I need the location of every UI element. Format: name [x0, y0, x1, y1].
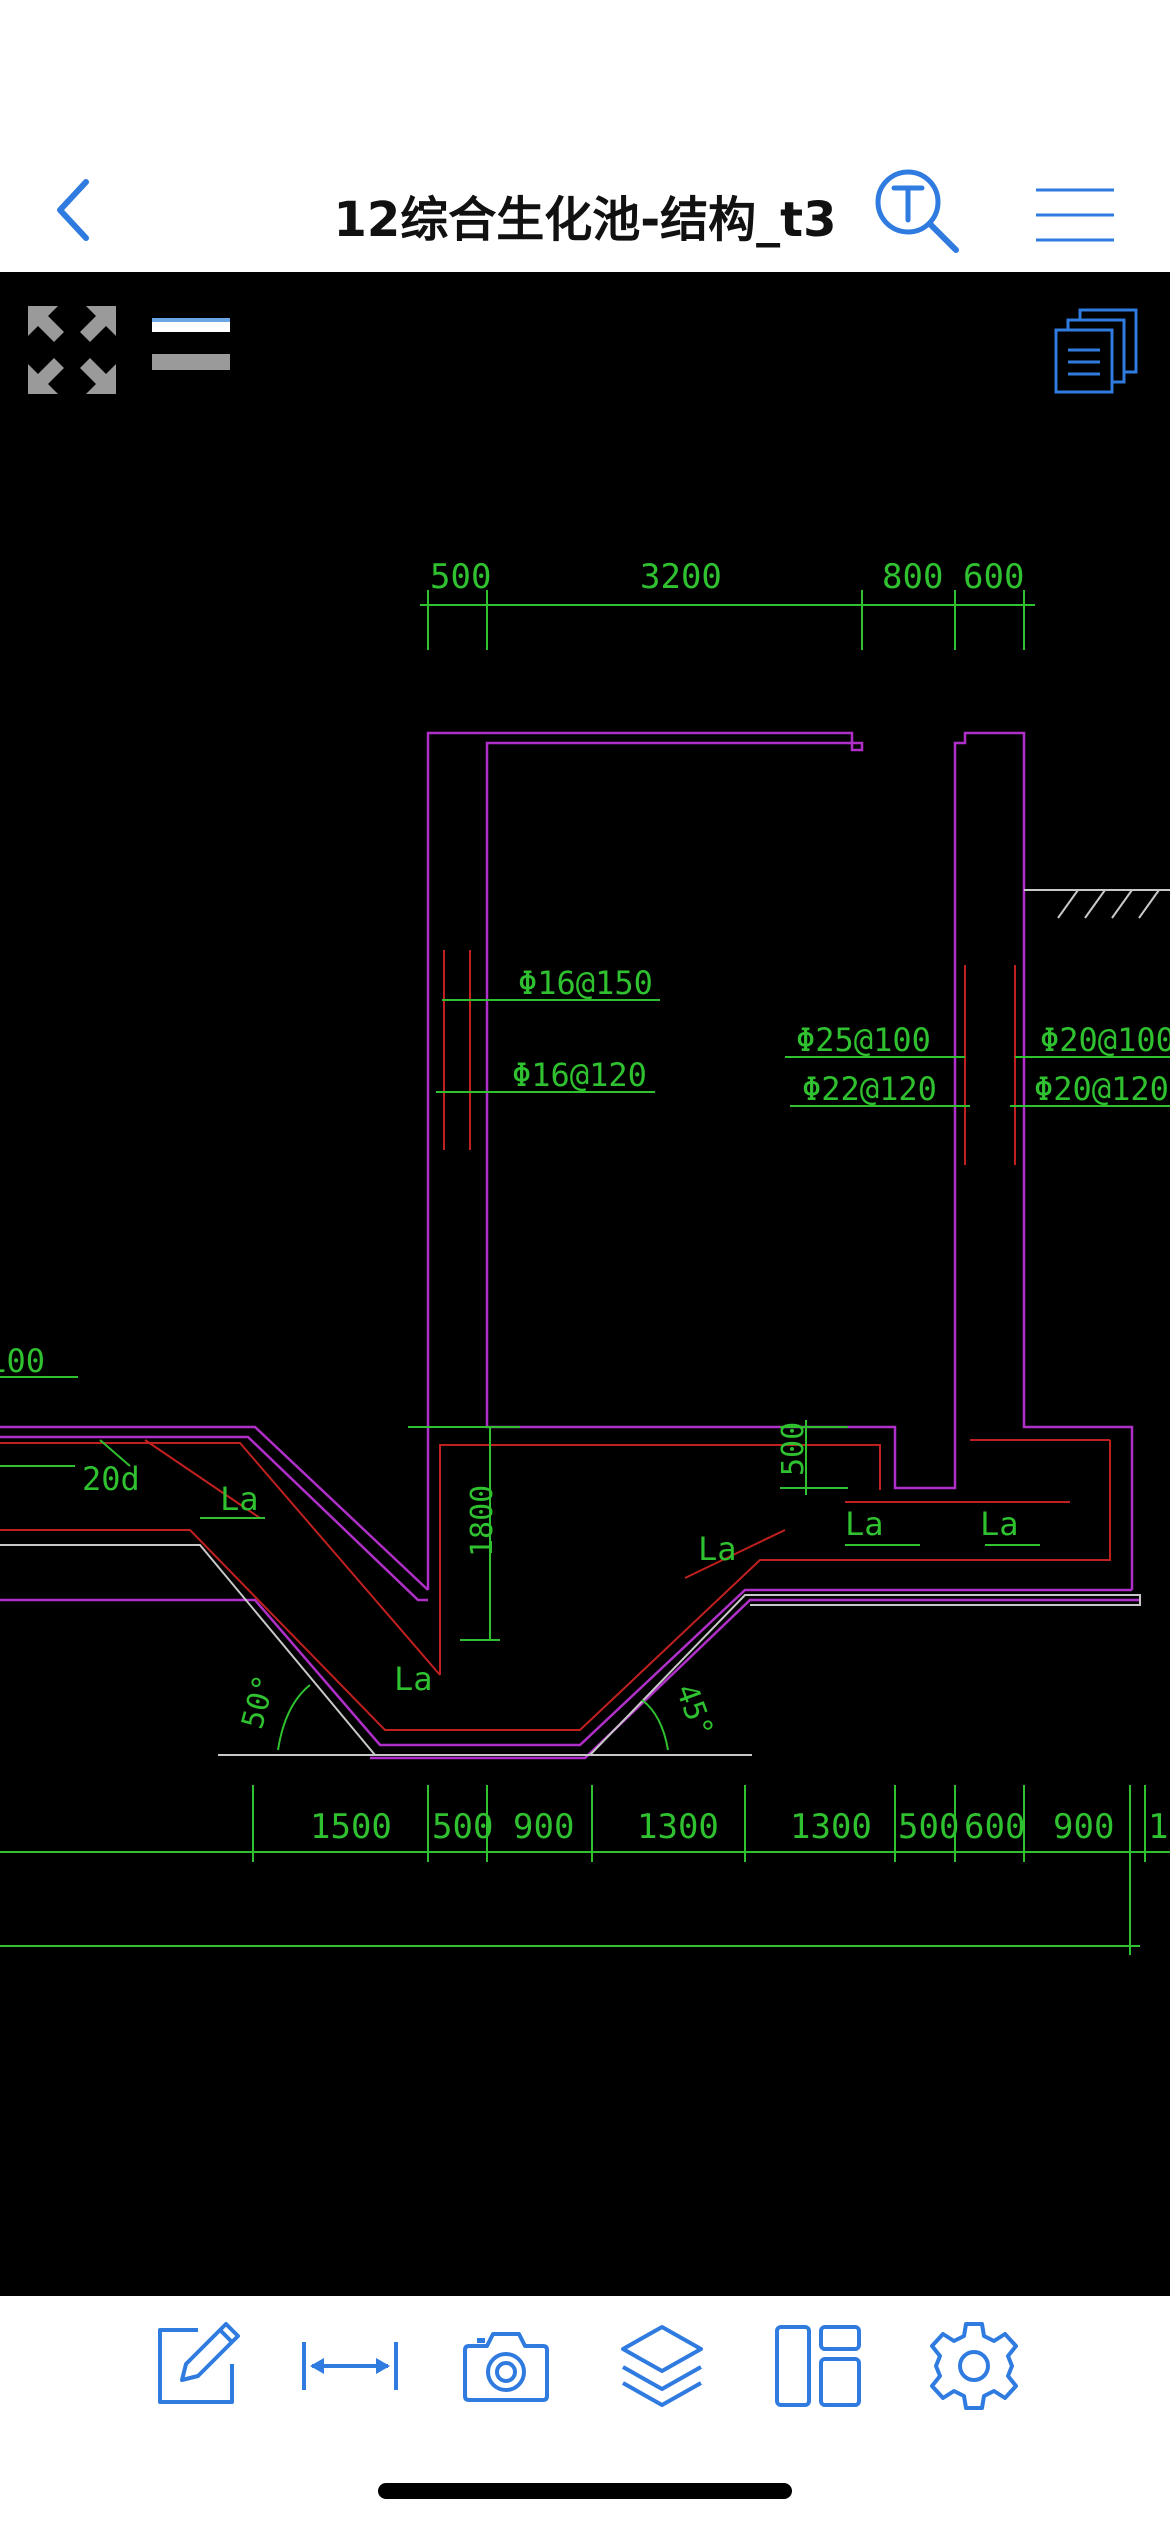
chevron-left-icon [57, 179, 89, 241]
concrete-outline [0, 1544, 1141, 1756]
rebar-label: Φ20@120 [1034, 1070, 1169, 1108]
rebar-label: Φ16@120 [512, 1056, 647, 1094]
dim-label: 1800 [465, 1485, 500, 1557]
rebar-labels: Φ16@150 Φ16@120 Φ25@100 Φ22@120 Φ20@100 … [0, 964, 1170, 1698]
settings-button[interactable] [924, 2316, 1024, 2416]
anchor-label: La [845, 1505, 884, 1543]
dim-label: 600 [963, 557, 1024, 597]
anchor-label: La [394, 1660, 433, 1698]
rebar-leaders [0, 999, 1170, 1641]
rebar-label: Φ20@100 [1040, 1021, 1170, 1059]
navigation-bar: 12综合生化池-结构_t3 [0, 150, 1170, 272]
rebar-lines [0, 950, 1111, 1731]
ground-hatch [1024, 889, 1170, 919]
layer-toggle-button[interactable] [152, 314, 232, 374]
home-indicator [378, 2483, 792, 2499]
dim-label: 900 [513, 1807, 574, 1847]
anchor-label: La [220, 1480, 259, 1518]
rebar-label: Φ100 [0, 1342, 45, 1380]
top-dimension-lines [420, 590, 1035, 650]
pencil-edit-icon [158, 2322, 240, 2404]
two-bars-icon [152, 318, 230, 370]
measure-arrow-icon [302, 2342, 398, 2390]
text-search-button[interactable] [870, 164, 970, 264]
expand-arrows-icon [28, 306, 116, 394]
dim-label: 10 [1148, 1807, 1170, 1847]
vertical-dimension-labels: 1800 500 [465, 1422, 811, 1557]
dim-label: 1300 [790, 1807, 872, 1847]
back-button[interactable] [40, 170, 120, 250]
dim-label: 500 [430, 557, 491, 597]
stacked-documents-icon [1054, 308, 1138, 394]
bottom-dimension-lines [0, 1785, 1170, 1955]
rebar-label: Φ25@100 [796, 1021, 931, 1059]
page-title: 12综合生化池-结构_t3 [333, 192, 837, 248]
gear-icon [930, 2322, 1018, 2410]
dim-label: 3200 [640, 557, 722, 597]
status-bar [0, 0, 1170, 150]
rebar-label: Φ22@120 [802, 1070, 937, 1108]
angle-label: 50° [235, 1671, 283, 1732]
cad-drawing: 500 3200 800 600 [0, 557, 1170, 1955]
layers-button[interactable] [612, 2316, 712, 2416]
dim-label: 500 [898, 1807, 959, 1847]
dim-label: 1300 [637, 1807, 719, 1847]
anchor-label: La [698, 1530, 737, 1568]
dim-label: 900 [1053, 1807, 1114, 1847]
screenshot-button[interactable] [456, 2316, 556, 2416]
anchor-label: 20d [82, 1460, 140, 1498]
dim-label: 500 [432, 1807, 493, 1847]
hamburger-menu-icon [1036, 188, 1114, 242]
dim-label: 1500 [310, 1807, 392, 1847]
angle-label: 45° [668, 1679, 719, 1742]
anchor-label: La [980, 1505, 1019, 1543]
dim-label: 500 [776, 1422, 811, 1476]
top-dimension-labels: 500 3200 800 600 [430, 557, 1024, 597]
measure-button[interactable] [300, 2316, 400, 2416]
pages-button[interactable] [1052, 306, 1140, 396]
layout-button[interactable] [768, 2316, 868, 2416]
bottom-dimension-labels: 1500 500 900 1300 1300 500 600 900 10 [310, 1807, 1170, 1847]
camera-icon [463, 2332, 549, 2402]
fit-to-screen-button[interactable] [24, 302, 120, 398]
wall-outline [0, 731, 1140, 1760]
angle-markers [277, 1684, 669, 1751]
drawing-canvas[interactable]: 500 3200 800 600 [0, 272, 1170, 2296]
menu-button[interactable] [1030, 180, 1120, 250]
dim-label: 600 [964, 1807, 1025, 1847]
annotate-button[interactable] [146, 2316, 246, 2416]
layout-panels-icon [775, 2325, 861, 2407]
dim-label: 800 [882, 557, 943, 597]
text-search-icon [875, 169, 959, 253]
layers-icon [621, 2325, 703, 2407]
rebar-label: Φ16@150 [518, 964, 653, 1002]
